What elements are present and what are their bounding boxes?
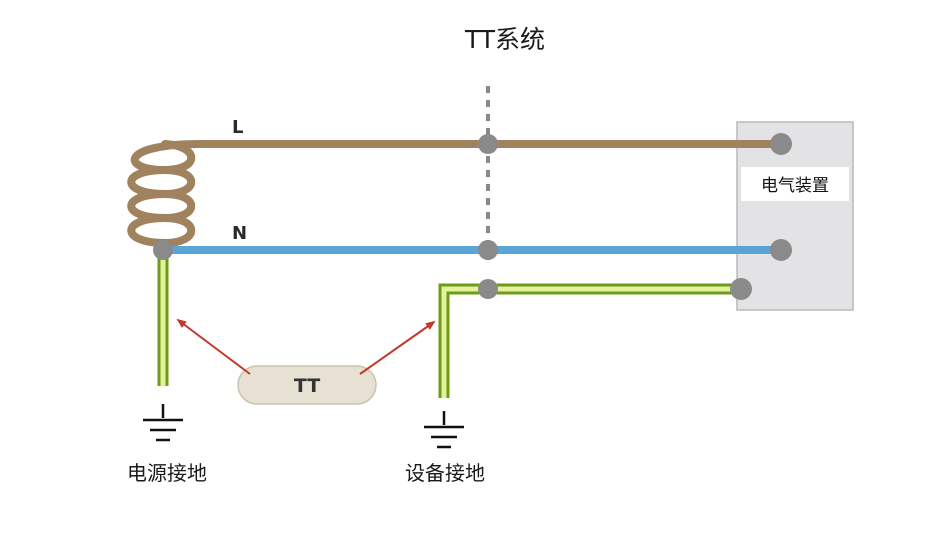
neutral-wire-label: N <box>232 223 247 244</box>
source-ground-label: 电源接地 <box>127 461 207 485</box>
terminal-dot <box>153 240 173 260</box>
device-terminal-n <box>770 239 792 261</box>
electrical-device-box <box>736 121 854 311</box>
device-terminal-l <box>770 133 792 155</box>
equipment-ground-icon <box>424 411 464 449</box>
transformer-coil <box>127 140 204 248</box>
device-terminal-pe <box>730 278 752 300</box>
arrow-to-source-ground <box>176 318 251 375</box>
terminal-dot <box>478 134 498 154</box>
tt-badge <box>237 365 377 405</box>
equipment-ground-label: 设备接地 <box>405 461 485 485</box>
device-label: 电气装置 <box>761 176 829 196</box>
line-wire-label: L <box>232 117 243 138</box>
arrow-to-equipment-ground <box>359 320 436 375</box>
device-label-backdrop <box>741 167 849 201</box>
terminal-dot <box>478 240 498 260</box>
source-ground-icon <box>143 404 183 442</box>
equipment-ground-conductor <box>438 283 740 398</box>
tt-badge-label: TT <box>294 375 320 397</box>
diagram-title: TT系统 <box>464 25 545 54</box>
terminal-dot <box>478 279 498 299</box>
